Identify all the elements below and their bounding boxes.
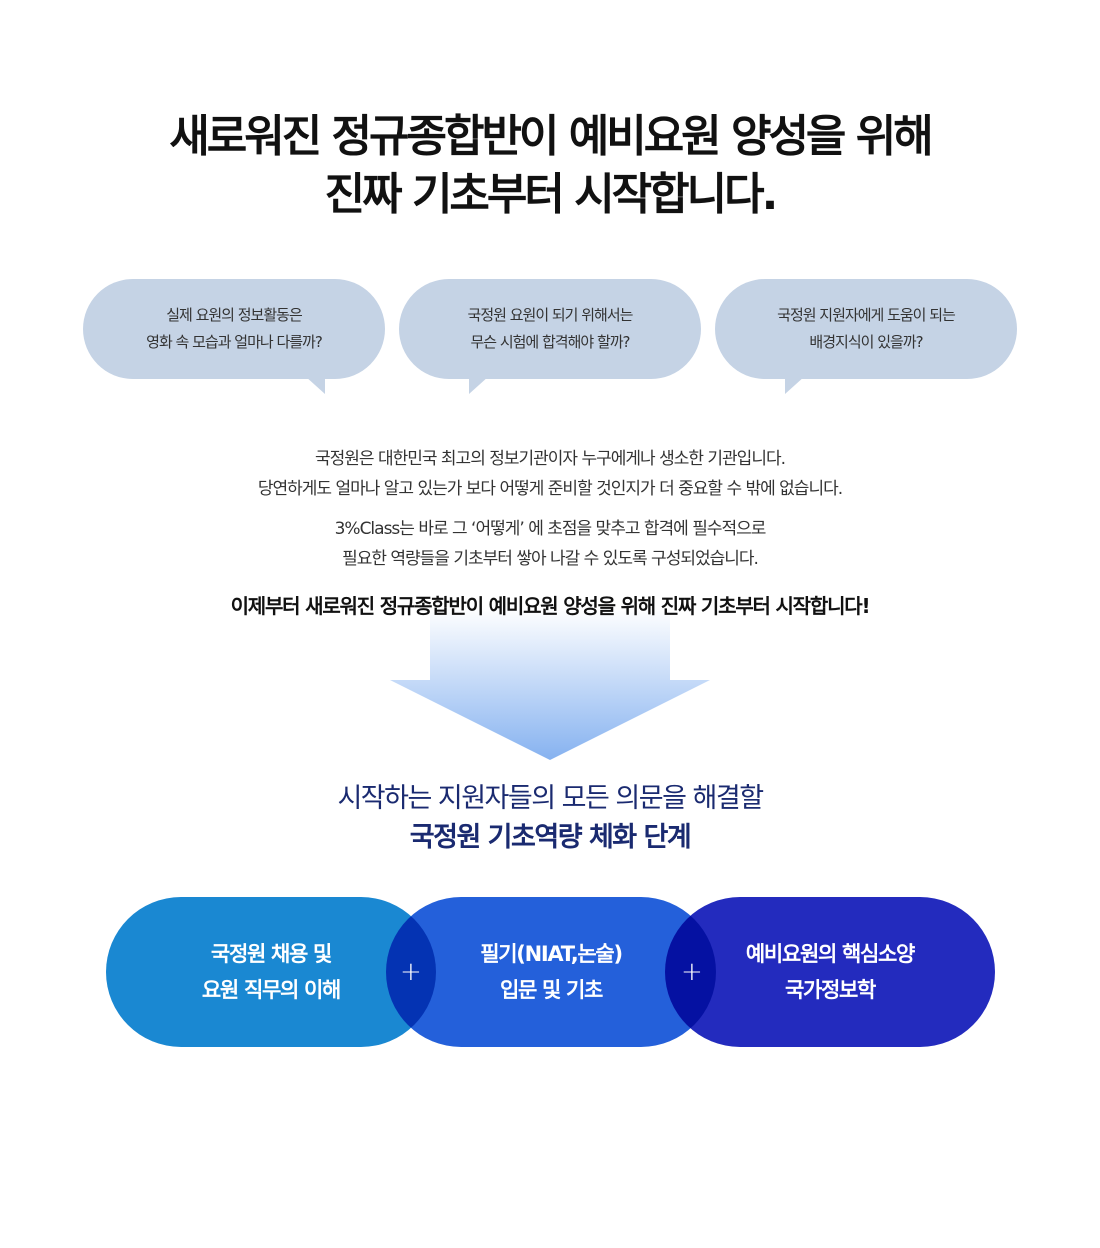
stage-pill-2-bg — [386, 897, 716, 1047]
emphasis-text: 이제부터 새로워진 정규종합반이 예비요원 양성을 위해 진짜 기초부터 시작합… — [230, 594, 871, 618]
stage-pill-2: 필기(NIAT,논술) 입문 및 기초 — [386, 897, 716, 1047]
description-paragraph-1: 국정원은 대한민국 최고의 정보기관이자 누구에게나 생소한 기관입니다. 당연… — [0, 444, 1100, 504]
stage-heading: 시작하는 지원자들의 모든 의문을 해결할 국정원 기초역량 체화 단계 — [0, 780, 1100, 858]
pill-text: 요원 직무의 이해 — [201, 978, 341, 1002]
title-line-2: 진짜 기초부터 시작합니다. — [324, 169, 779, 220]
bubble-tail — [785, 376, 805, 394]
page-title: 새로워진 정규종합반이 예비요원 양성을 위해 진짜 기초부터 시작합니다. — [0, 108, 1100, 224]
description-line: 국정원은 대한민국 최고의 정보기관이자 누구에게나 생소한 기관입니다. — [314, 449, 786, 469]
pill-text: 국정원 채용 및 — [210, 942, 332, 966]
description-line: 당연하게도 얼마나 알고 있는가 보다 어떻게 준비할 것인지가 더 중요할 수… — [257, 479, 843, 499]
stage-title: 국정원 기초역량 체화 단계 — [409, 822, 692, 853]
bubble-text: 국정원 지원자에게 도움이 되는 — [777, 306, 956, 324]
bubble-text: 배경지식이 있을까? — [809, 333, 923, 351]
title-line-1: 새로워진 정규종합반이 예비요원 양성을 위해 — [169, 111, 933, 162]
pill-text: 예비요원의 핵심소양 — [745, 942, 916, 966]
plus-icon: + — [400, 957, 422, 987]
pill-text: 입문 및 기초 — [499, 978, 603, 1002]
description-line: 필요한 역량들을 기초부터 쌓아 나갈 수 있도록 구성되었습니다. — [342, 549, 759, 569]
bubble-text: 무슨 시험에 합격해야 할까? — [470, 333, 630, 351]
bubble-text: 국정원 요원이 되기 위해서는 — [467, 306, 634, 324]
description-paragraph-2: 3%Class는 바로 그 ‘어떻게’ 에 초점을 맞추고 합격에 필수적으로 … — [0, 514, 1100, 574]
description-line: 3%Class는 바로 그 ‘어떻게’ 에 초점을 맞추고 합격에 필수적으로 — [334, 519, 767, 539]
plus-icon: + — [681, 957, 703, 987]
bubble-tail — [469, 376, 489, 394]
stage-pill-3-bg — [665, 897, 995, 1047]
pill-text: 필기(NIAT,논술) — [480, 942, 623, 966]
bubble-text: 실제 요원의 정보활동은 — [166, 306, 303, 324]
stage-subtitle: 시작하는 지원자들의 모든 의문을 해결할 — [337, 783, 764, 814]
down-arrow-icon — [390, 608, 710, 760]
bubble-text: 영화 속 모습과 얼마나 다를까? — [146, 333, 323, 351]
pill-text: 국가정보학 — [784, 978, 876, 1002]
bubble-tail — [305, 376, 325, 394]
